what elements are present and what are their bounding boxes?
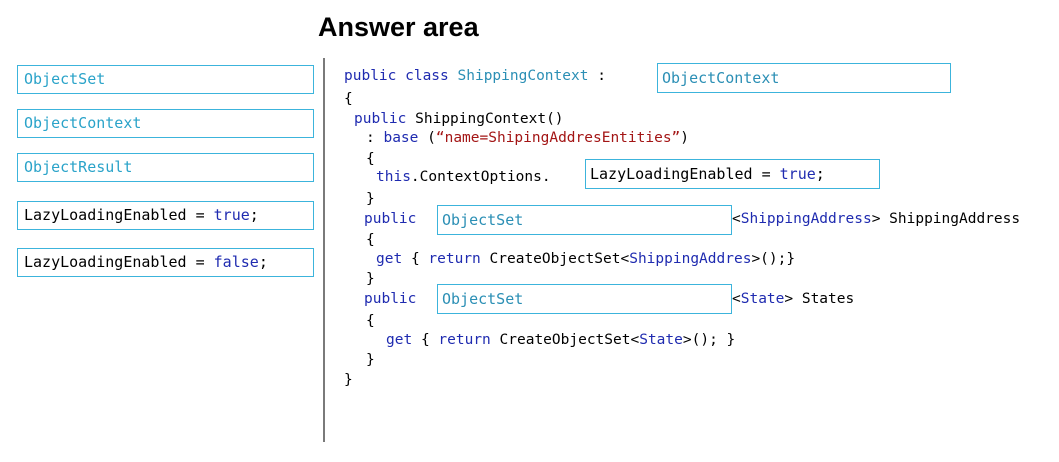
code-line-6: this.ContextOptions.: [376, 169, 551, 185]
code-line-14: get { return CreateObjectSet<State>(); }: [386, 332, 736, 348]
code-line-12: public: [364, 291, 417, 307]
option-value: false: [213, 253, 259, 271]
option-lazyloading-false[interactable]: LazyLoadingEnabled = false;: [17, 248, 314, 277]
code-line-10: get { return CreateObjectSet<ShippingAdd…: [376, 251, 796, 267]
code-line-16: }: [344, 372, 353, 388]
option-suffix: ;: [249, 206, 259, 224]
option-objectresult[interactable]: ObjectResult: [17, 153, 314, 182]
option-label: ObjectContext: [24, 114, 142, 132]
divider: [323, 58, 325, 442]
option-label: LazyLoadingEnabled =: [24, 206, 214, 224]
drop-target-base-class[interactable]: ObjectContext: [657, 63, 951, 93]
code-line-15: }: [366, 352, 375, 368]
answer-area-title: Answer area: [318, 12, 479, 42]
code-line-2: {: [344, 91, 353, 107]
drop-target-states-type[interactable]: ObjectSet: [437, 284, 732, 314]
code-line-8-rest: <ShippingAddress> ShippingAddress: [732, 211, 1021, 227]
code-line-11: }: [366, 271, 375, 287]
option-lazyloading-true[interactable]: LazyLoadingEnabled = true;: [17, 201, 314, 230]
option-objectcontext[interactable]: ObjectContext: [17, 109, 314, 138]
code-line-7: }: [366, 191, 375, 207]
option-value: true: [213, 206, 250, 224]
code-line-3: public ShippingContext(): [354, 111, 564, 127]
option-objectset[interactable]: ObjectSet: [17, 65, 314, 94]
code-line-12-rest: <State> States: [732, 291, 855, 307]
option-label: LazyLoadingEnabled =: [24, 253, 214, 271]
code-line-8: public: [364, 211, 417, 227]
code-line-1: public class ShippingContext :: [344, 68, 606, 84]
option-suffix: ;: [258, 253, 268, 271]
drop-target-lazy-loading[interactable]: LazyLoadingEnabled = true;: [585, 159, 880, 189]
option-label: ObjectResult: [24, 158, 133, 176]
drop-target-shipping-address-type[interactable]: ObjectSet: [437, 205, 732, 235]
option-label: ObjectSet: [24, 70, 106, 88]
code-line-9: {: [366, 232, 375, 248]
code-line-5: {: [366, 151, 375, 167]
code-line-13: {: [366, 313, 375, 329]
code-line-4: : base (“name=ShipingAddresEntities”): [366, 130, 690, 146]
